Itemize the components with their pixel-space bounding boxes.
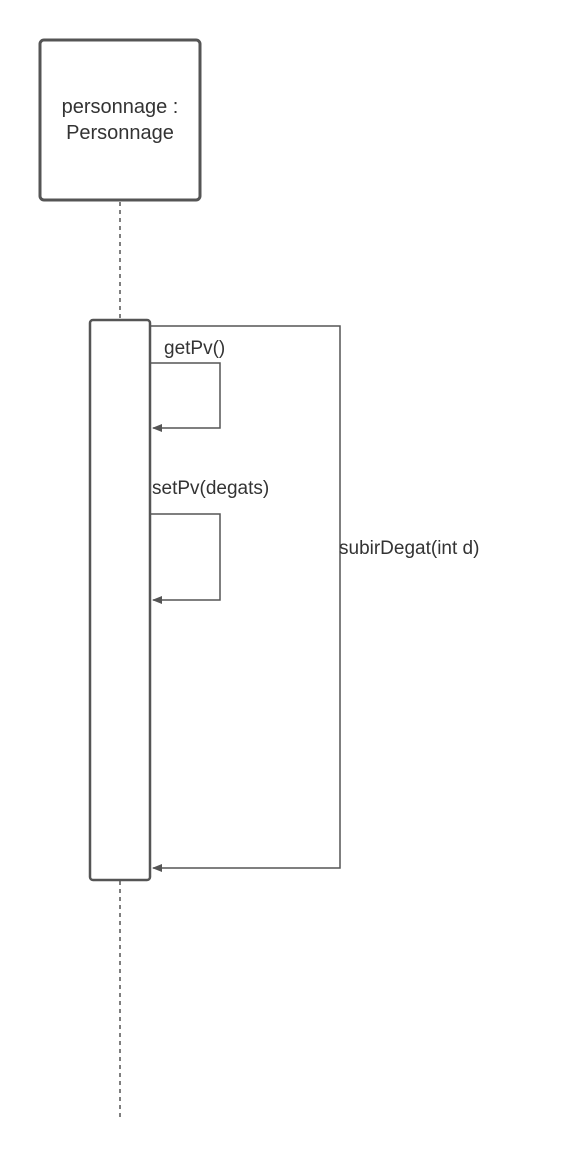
- get-pv-label: getPv(): [164, 338, 226, 359]
- subir-degat-arrow[interactable]: [151, 325, 341, 872]
- participant-box[interactable]: [38, 38, 202, 202]
- get-pv-arrow[interactable]: [151, 362, 221, 432]
- participant-name-line2: Personnage: [66, 122, 174, 144]
- participant-name-line1: personnage :: [61, 96, 179, 118]
- activation-bar[interactable]: [88, 318, 152, 882]
- set-pv-label: setPv(degats): [152, 478, 270, 499]
- participant-label: personnage : Personnage: [40, 40, 200, 200]
- set-pv-arrow[interactable]: [151, 513, 221, 604]
- subir-degat-label: subirDegat(int d): [339, 538, 480, 559]
